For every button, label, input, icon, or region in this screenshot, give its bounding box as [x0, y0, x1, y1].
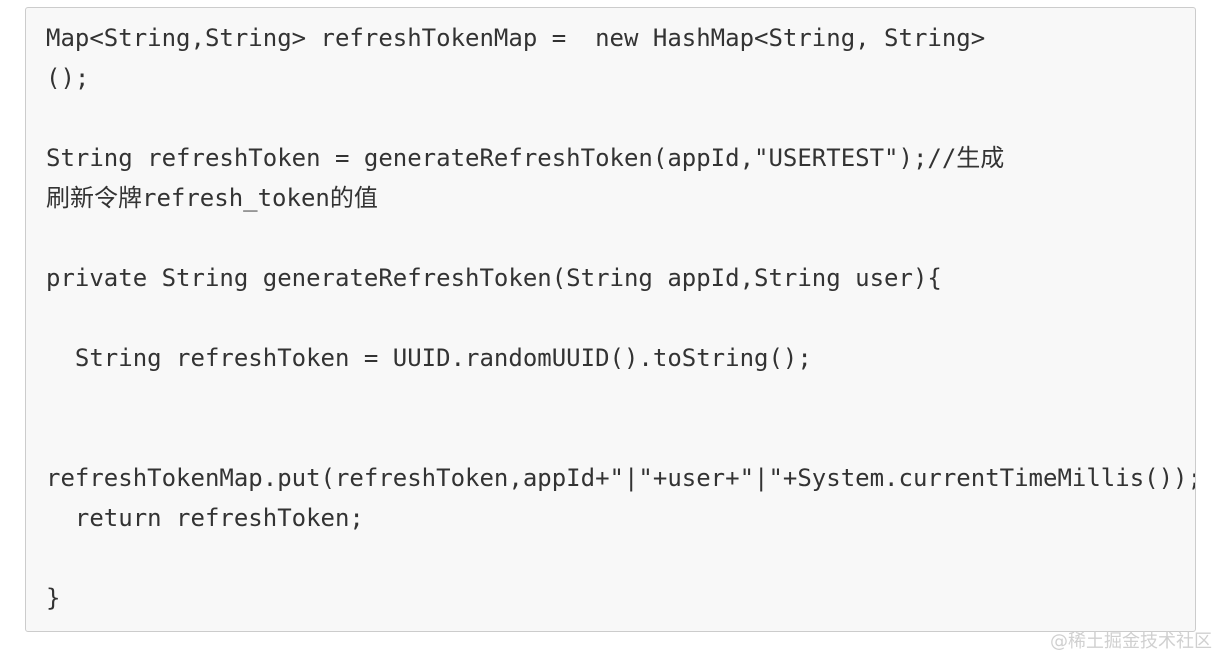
code-line-4: String refreshToken = generateRefreshTok…: [46, 144, 1005, 172]
code-line-1: Map<String,String> refreshTokenMap = new…: [46, 24, 986, 52]
code-block: Map<String,String> refreshTokenMap = new…: [25, 7, 1196, 632]
code-line-5: 刷新令牌refresh_token的值: [46, 184, 378, 212]
code-line-12: refreshTokenMap.put(refreshToken,appId+"…: [46, 464, 1196, 492]
code-line-7: private String generateRefreshToken(Stri…: [46, 264, 942, 292]
code-line-13: return refreshToken;: [46, 504, 364, 532]
watermark: @稀土掘金技术社区: [1050, 631, 1212, 652]
code-line-15: }: [46, 584, 61, 612]
code-line-9: String refreshToken = UUID.randomUUID().…: [46, 344, 812, 372]
code-line-2: ();: [46, 64, 90, 92]
